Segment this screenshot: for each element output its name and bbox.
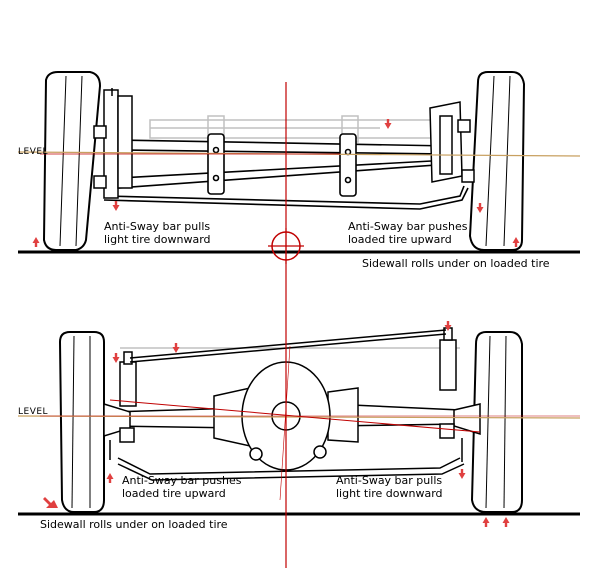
top-ground-caption: Sidewall rolls under on loaded tire	[362, 257, 550, 270]
top-arrow-left-tire-up	[32, 237, 40, 247]
bottom-level-line	[17, 415, 581, 419]
bottom-left-caption-line2: loaded tire upward	[122, 487, 226, 500]
bottom-ground-caption: Sidewall rolls under on loaded tire	[40, 518, 228, 531]
bottom-arrow-right-tire-up-2	[502, 517, 510, 527]
bottom-right-caption-line2: light tire downward	[336, 487, 443, 500]
bottom-right-caption-line1: Anti-Sway bar pulls	[336, 474, 443, 487]
top-arrow-left-bar-down	[112, 201, 120, 211]
bottom-arrow-right-bar-down	[458, 469, 466, 479]
top-right-spindle	[429, 101, 475, 183]
bottom-arrow-left-bar-up	[106, 473, 114, 483]
top-left-tire	[42, 71, 102, 251]
bottom-axle	[103, 361, 481, 481]
bottom-right-tire	[470, 331, 523, 513]
bottom-arrow-right-tire-up-1	[482, 517, 490, 527]
bottom-left-shock	[119, 351, 137, 443]
top-view	[17, 71, 581, 270]
bottom-left-caption-line1: Anti-Sway bar pushes	[122, 474, 242, 487]
bottom-left-tire	[58, 331, 105, 513]
top-left-caption-line2: light tire downward	[104, 233, 211, 246]
bottom-level-label: LEVEL	[18, 407, 49, 417]
bottom-right-shock	[439, 327, 457, 439]
top-right-caption-line2: loaded tire upward	[348, 233, 452, 246]
bottom-arrow-left-shock-down	[112, 353, 120, 363]
top-left-caption-line1: Anti-Sway bar pulls	[104, 220, 211, 233]
top-level-label: LEVEL	[18, 147, 49, 157]
bottom-arrow-ghost-down	[172, 343, 180, 353]
top-left-spindle	[93, 88, 133, 199]
top-ghost-frame	[149, 115, 451, 143]
top-frame	[103, 133, 469, 210]
bottom-arrow-left-tire-diag	[43, 497, 58, 508]
top-right-tire	[468, 71, 526, 251]
top-roll-center-marker	[268, 228, 304, 264]
top-right-caption-line1: Anti-Sway bar pushes	[348, 220, 468, 233]
bottom-view	[17, 270, 581, 568]
